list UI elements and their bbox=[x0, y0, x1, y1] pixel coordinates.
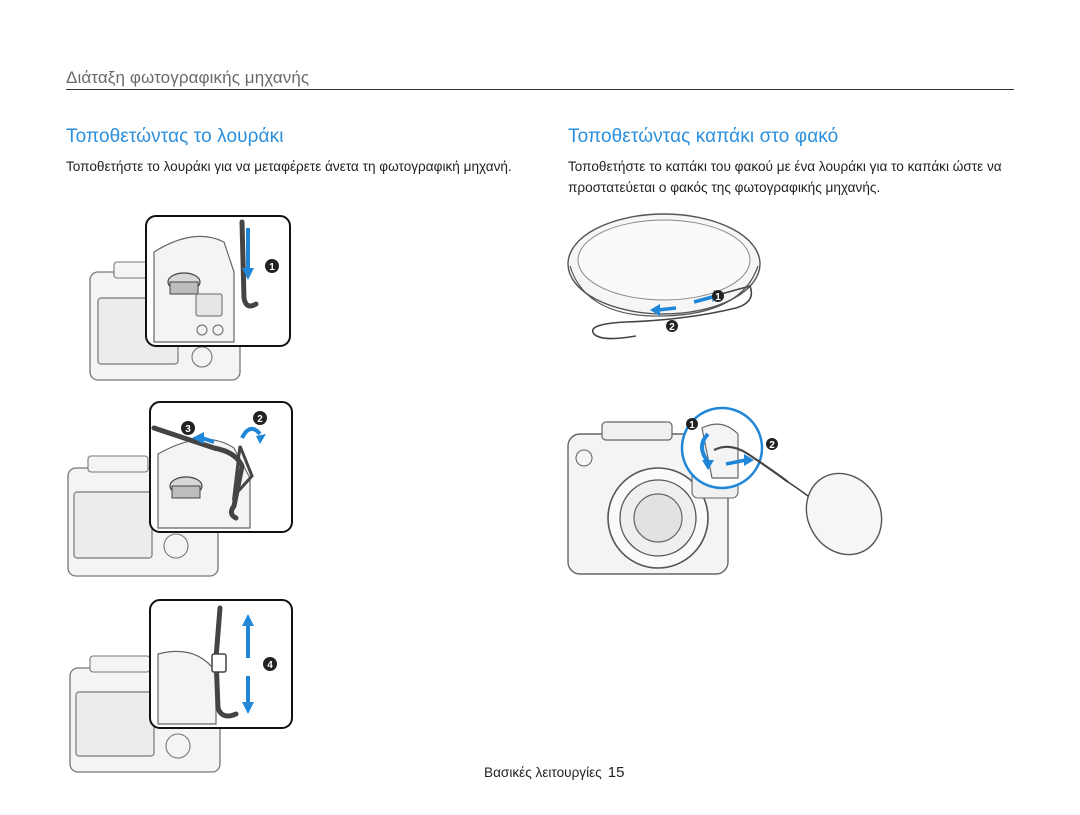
chapter-title: Διάταξη φωτογραφικής μηχανής bbox=[66, 68, 310, 87]
camera-lens-cap-illustration: 1 2 bbox=[567, 406, 883, 575]
strap-step-label-4: 4 bbox=[267, 660, 273, 671]
strap-step-label-2: 2 bbox=[257, 414, 263, 425]
lens-cap-step-label-1b: 1 bbox=[689, 420, 695, 431]
strap-section-title: Τοποθετώντας το λουράκι bbox=[66, 126, 284, 147]
strap-step1-illustration: 1 bbox=[89, 215, 291, 381]
strap-section-body: Τοποθετήστε το λουράκι για να μεταφέρετε… bbox=[66, 159, 512, 174]
strap-step-label-3: 3 bbox=[185, 424, 191, 435]
lens-cap-step-label-2b: 2 bbox=[769, 440, 775, 451]
page-number: 15 bbox=[607, 764, 625, 781]
lens-cap-step-label-1a: 1 bbox=[715, 292, 721, 303]
strap-step3-illustration: 4 bbox=[69, 599, 293, 773]
footer-section-name: Βασικές λειτουργίες bbox=[484, 765, 602, 780]
lens-cap-step-label-2a: 2 bbox=[669, 322, 675, 333]
lens-cap-section-title: Τοποθετώντας καπάκι στο φακό bbox=[568, 126, 839, 147]
strap-step-label-1: 1 bbox=[269, 262, 275, 273]
lens-cap-section-body: Τοποθετήστε το καπάκι του φακού με ένα λ… bbox=[568, 159, 1002, 195]
header-divider bbox=[66, 89, 1014, 90]
page-footer: Βασικές λειτουργίες 15 bbox=[484, 764, 624, 781]
strap-step2-illustration: 3 2 bbox=[67, 401, 293, 577]
lens-cap-cord-illustration: 1 2 bbox=[567, 213, 761, 340]
